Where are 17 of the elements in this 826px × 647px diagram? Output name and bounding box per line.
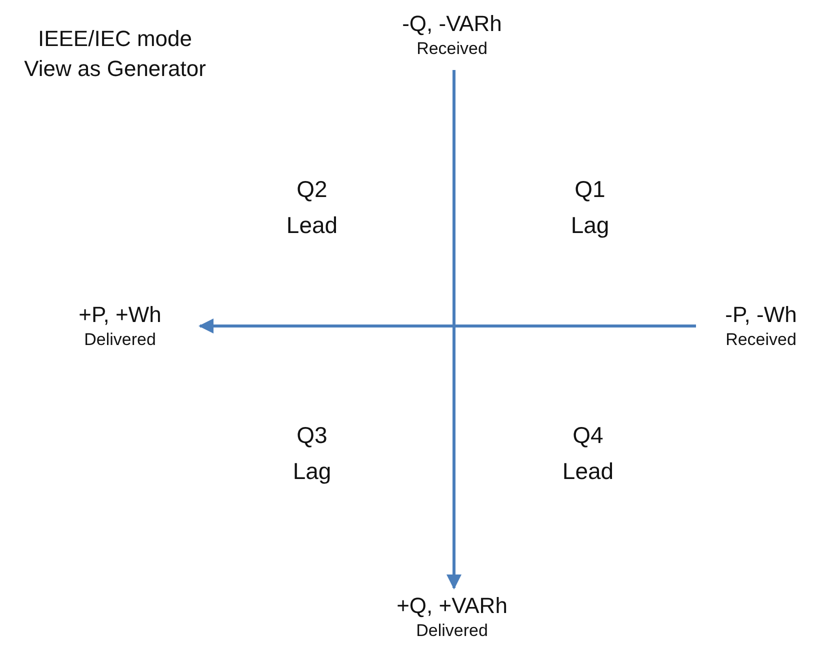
quadrant-label: Q3 xyxy=(296,422,328,449)
axis-caption: Received xyxy=(726,329,796,351)
axis-caption: Delivered xyxy=(84,329,156,351)
diagram-title: IEEE/IEC mode View as Generator xyxy=(23,25,207,83)
axis-caption: Delivered xyxy=(416,620,488,642)
quadrant-label: Q2 xyxy=(296,176,328,203)
power-factor-label: Lag xyxy=(292,458,332,485)
axis-label: +Q, +VARh xyxy=(396,592,508,620)
power-factor-label: Lead xyxy=(562,458,614,485)
axis-label: -Q, -VARh xyxy=(402,10,502,38)
power-factor-label: Lead xyxy=(286,212,338,239)
axis-caption: Received xyxy=(416,38,488,60)
quadrant-label: Q4 xyxy=(572,422,604,449)
power-factor-label: Lag xyxy=(570,212,610,239)
axis-label: +P, +Wh xyxy=(78,301,162,329)
axis-label: -P, -Wh xyxy=(725,301,797,329)
quadrant-label: Q1 xyxy=(574,176,606,203)
